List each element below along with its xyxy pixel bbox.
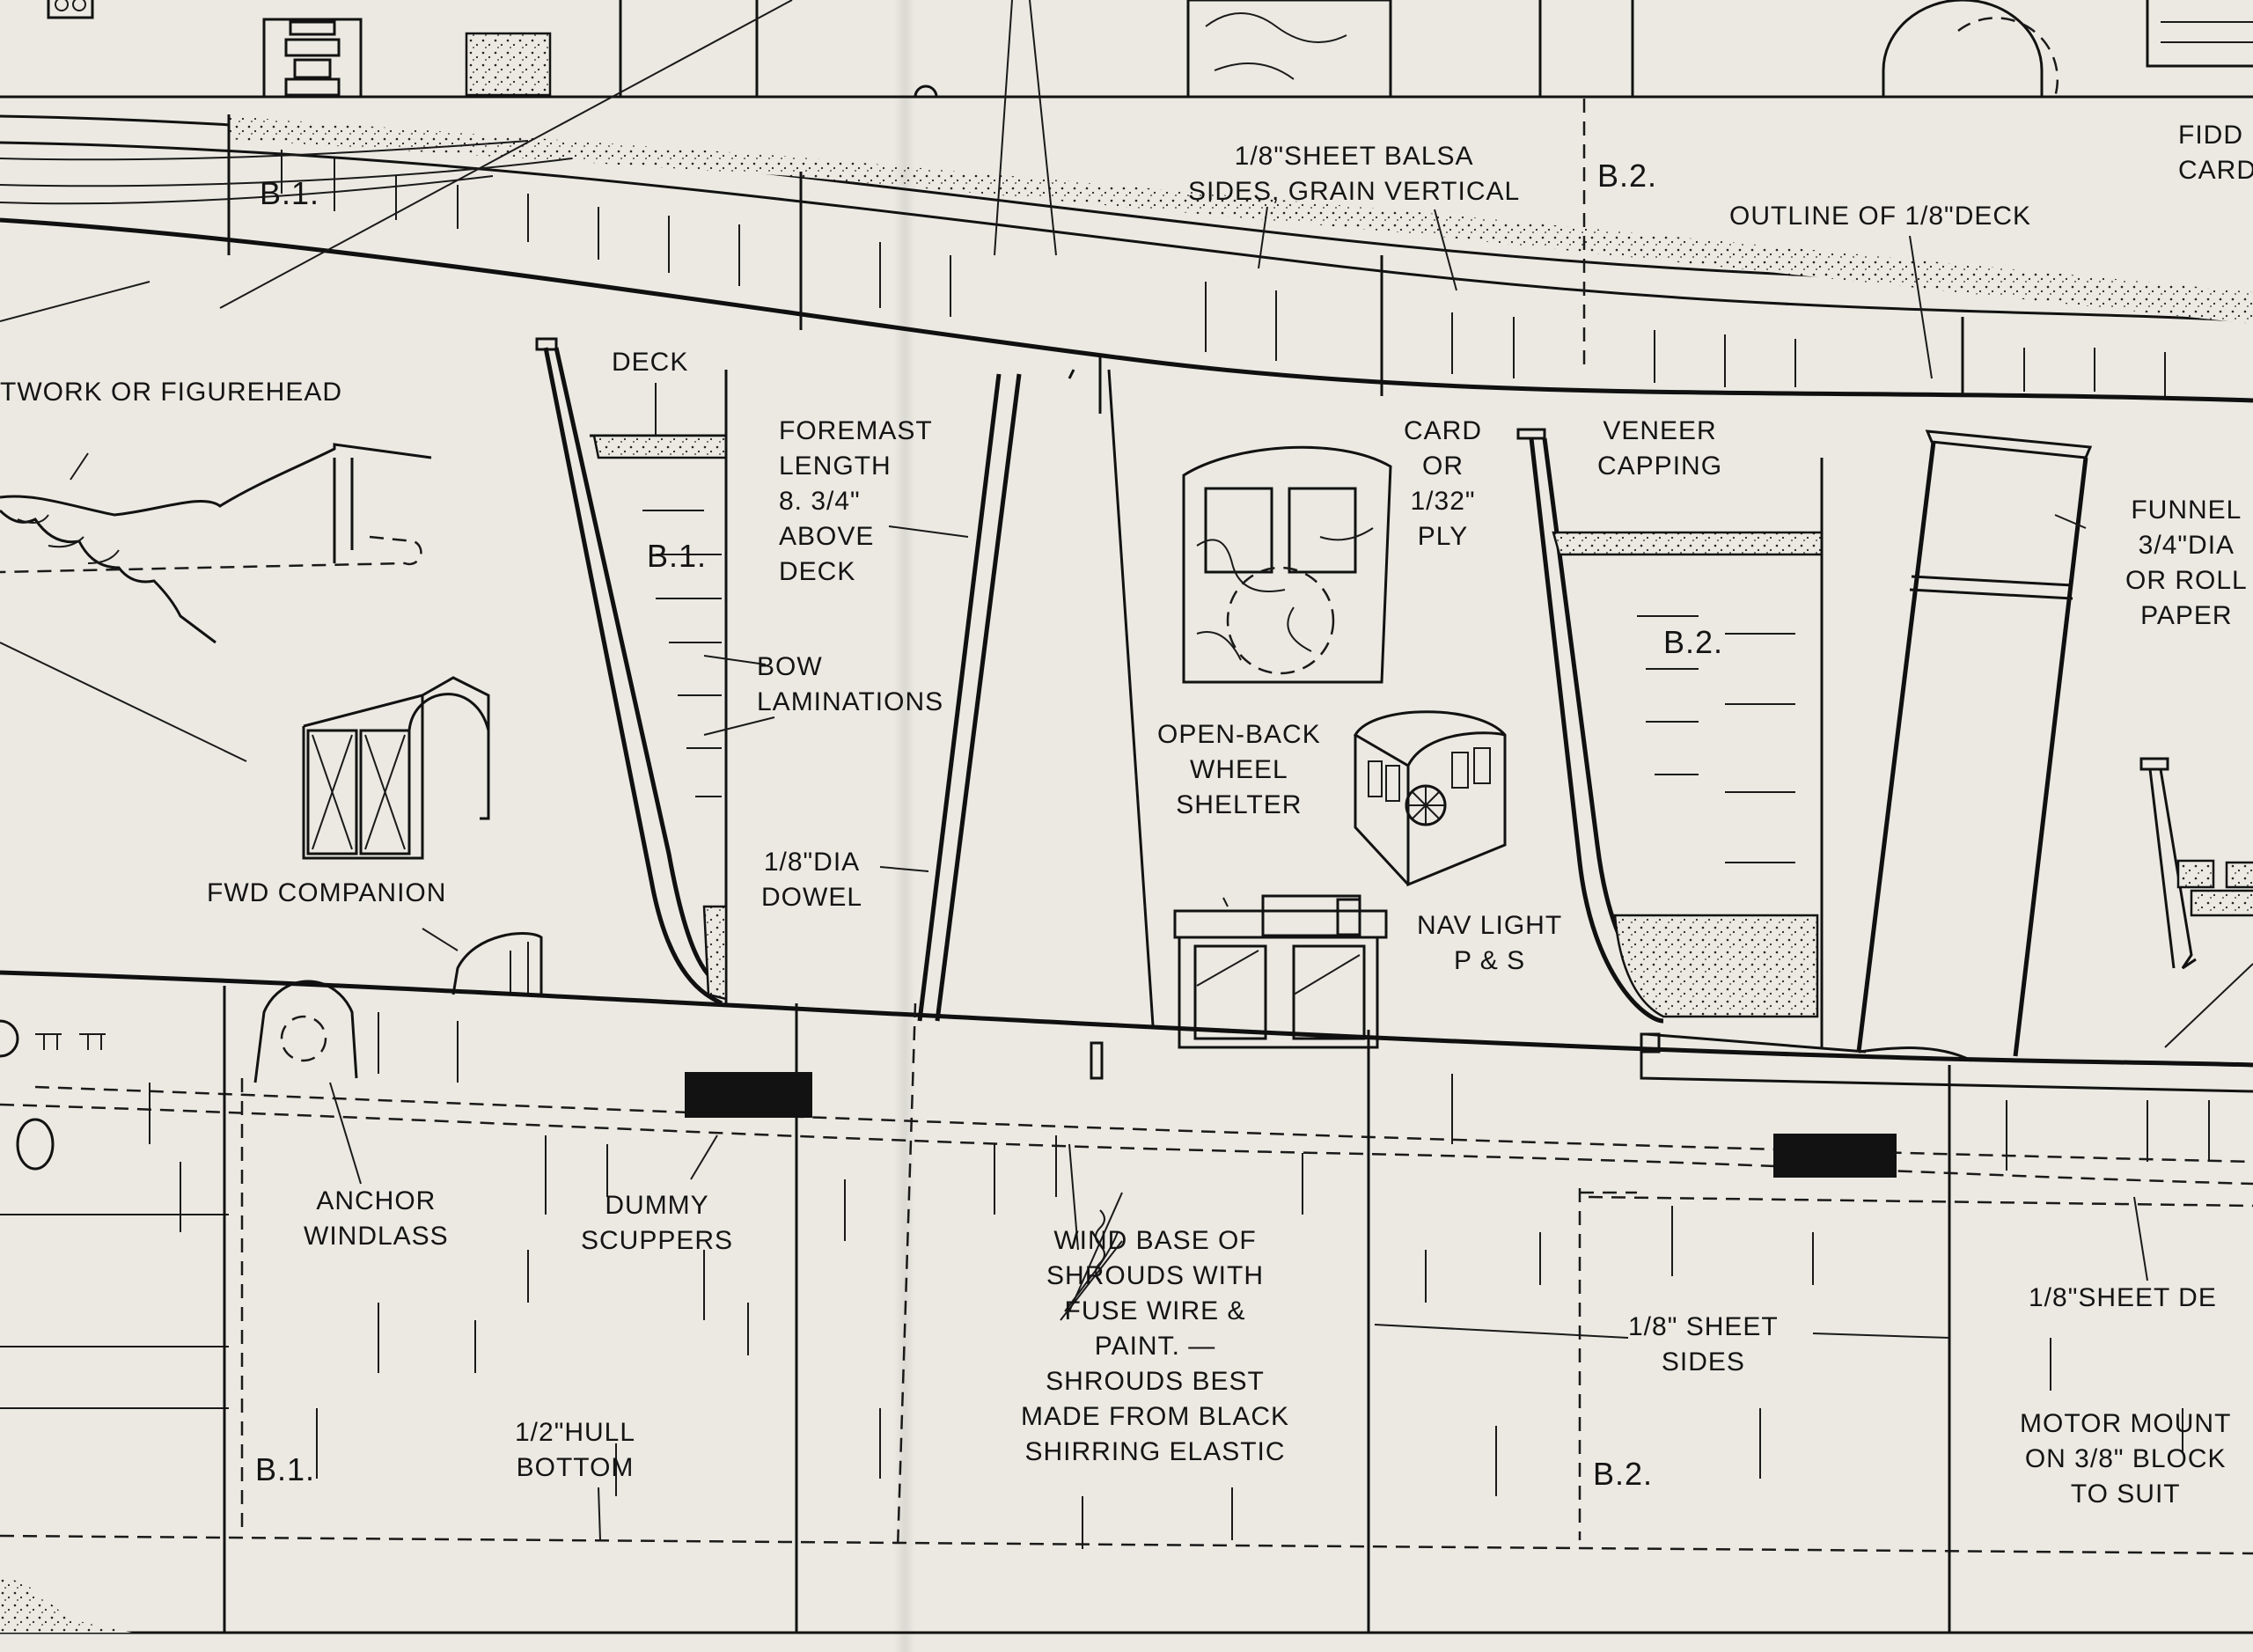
label-dowel: 1/8"DIA DOWEL: [761, 848, 863, 912]
fwd-companion-detail: [302, 676, 543, 995]
foremast: [879, 373, 1022, 1022]
deckhouse-nav-light: [1173, 894, 1388, 1049]
wheel-shelter-3d: [1353, 710, 1507, 887]
label-b1-top: B.1.: [260, 175, 320, 211]
label-motor-mount: MOTOR MOUNT ON 3/8" BLOCK TO SUIT: [2020, 1409, 2232, 1509]
label-sheet-sides: 1/8" SHEET SIDES: [1628, 1312, 1779, 1377]
label-outline-deck: OUTLINE OF 1/8"DECK: [1729, 202, 2032, 231]
bow-stem: [535, 337, 775, 1006]
wheel-shelter-panel: [1182, 445, 1392, 684]
upper-deck-strip: [0, 0, 2253, 414]
label-b2-top: B.2.: [1597, 158, 1658, 194]
funnel: [1856, 430, 2093, 1062]
label-b1-bottom: B.1.: [255, 1451, 316, 1487]
label-fidd-card: FIDD CARD: [2178, 121, 2253, 185]
label-veneer: VENEER CAPPING: [1597, 416, 1723, 481]
aft-mast-lines: [1068, 369, 1155, 1026]
top-strip-parts: [0, 0, 2253, 99]
label-sheet-de: 1/8"SHEET DE: [2029, 1283, 2217, 1312]
label-scuppers: DUMMY SCUPPERS: [581, 1191, 734, 1255]
lower-hull: [0, 970, 2253, 1634]
label-b2-mid: B.2.: [1663, 624, 1724, 660]
label-card-ply: CARD OR 1/32" PLY: [1404, 416, 1483, 551]
label-b2-bottom: B.2.: [1593, 1456, 1654, 1492]
label-hull-bottom: 1/2"HULL BOTTOM: [515, 1418, 636, 1482]
label-anchor: ANCHOR WINDLASS: [304, 1186, 449, 1251]
label-deck: DECK: [612, 348, 689, 377]
label-open-back: OPEN-BACK WHEEL SHELTER: [1157, 720, 1321, 819]
label-fwd-companion: FWD COMPANION: [207, 878, 447, 907]
figurehead-detail: [0, 443, 432, 762]
label-shrouds: WIND BASE OF SHROUDS WITH FUSE WIRE & PA…: [1021, 1226, 1290, 1466]
page-fold: [894, 0, 915, 1652]
label-foremast: FOREMAST LENGTH 8. 3/4" ABOVE DECK: [779, 416, 933, 586]
far-right-fitting: [2139, 757, 2253, 1048]
label-b1-mid: B.1.: [647, 538, 708, 574]
label-sheet-balsa: 1/8"SHEET BALSA SIDES, GRAIN VERTICAL: [1188, 142, 1521, 206]
label-figurehead: TWORK OR FIGUREHEAD: [0, 378, 343, 407]
aft-bulwark: [1516, 428, 1824, 1047]
label-nav-light: NAV LIGHT P & S: [1417, 911, 1563, 975]
label-bow-laminations: BOW LAMINATIONS: [757, 652, 944, 716]
label-funnel: FUNNEL 3/4"DIA OR ROLL PAPER: [2125, 496, 2248, 630]
